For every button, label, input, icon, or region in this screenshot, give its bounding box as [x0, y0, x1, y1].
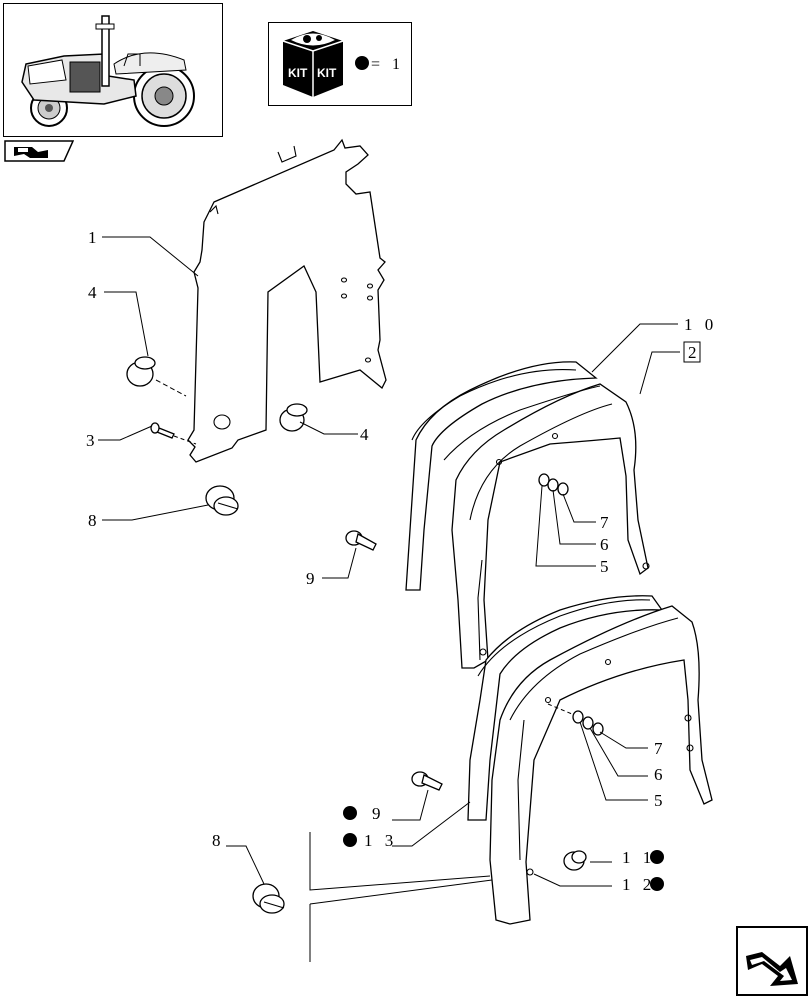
callout-12: 1 2 — [622, 875, 655, 894]
callout-4-left: 4 — [88, 283, 101, 302]
callout-7-lower: 7 — [654, 739, 667, 758]
callout-9-upper: 9 — [306, 569, 319, 588]
next-page-arrow-icon[interactable] — [736, 926, 808, 996]
callout-6-lower: 6 — [654, 765, 667, 784]
lower-frame-part[interactable] — [489, 605, 713, 925]
callout-5-upper: 5 — [600, 557, 613, 576]
fastener-part[interactable] — [205, 485, 239, 516]
kit-label-left: KIT — [288, 66, 308, 80]
callout-4-right: 4 — [360, 425, 373, 444]
upper-frame-part[interactable] — [443, 383, 650, 669]
plug-part[interactable] — [126, 356, 156, 387]
fastener-part[interactable] — [252, 883, 285, 914]
callout-6-upper: 6 — [600, 535, 613, 554]
tractor-thumbnail — [3, 3, 223, 137]
upper-seal-part[interactable] — [405, 361, 598, 591]
black-dot-icon — [343, 806, 357, 820]
plug-part[interactable] — [279, 403, 308, 432]
kit-legend: KIT KIT = 1 4 — [268, 22, 420, 106]
black-dot-icon — [343, 833, 357, 847]
rear-panel-part[interactable] — [187, 138, 387, 463]
bolt-part[interactable] — [411, 771, 443, 791]
lower-seal-part[interactable] — [467, 595, 664, 821]
callout-8-upper: 8 — [88, 511, 101, 530]
callout-1: 1 — [88, 228, 101, 247]
spacer-part[interactable] — [563, 850, 587, 871]
kit-box-icon: KIT KIT = 1 4 — [282, 31, 420, 97]
callout-3: 3 — [86, 431, 99, 450]
bolt-part[interactable] — [345, 530, 377, 551]
tractor-thumbnail-icon — [21, 15, 195, 127]
black-dot-icon — [650, 850, 664, 864]
callout-7-upper: 7 — [600, 513, 613, 532]
washer-set-upper[interactable] — [538, 473, 569, 496]
screw-part[interactable] — [150, 422, 175, 439]
callout-5-lower: 5 — [654, 791, 667, 810]
section-tag-icon[interactable] — [4, 140, 74, 162]
kit-label-right: KIT — [317, 66, 337, 80]
callout-8-lower: 8 — [212, 831, 225, 850]
kit-ref-text: = 1 4 — [371, 56, 411, 73]
washer-set-lower[interactable] — [572, 710, 604, 736]
callout-13: 1 3 — [364, 831, 397, 850]
black-dot-icon — [355, 56, 369, 70]
callout-10: 1 0 — [684, 315, 717, 334]
callout-2: 2 — [688, 343, 701, 362]
reference-box — [683, 341, 701, 363]
black-dot-icon — [650, 877, 664, 891]
callout-11: 1 1 — [622, 848, 655, 867]
callout-9-lower: 9 — [372, 804, 385, 823]
